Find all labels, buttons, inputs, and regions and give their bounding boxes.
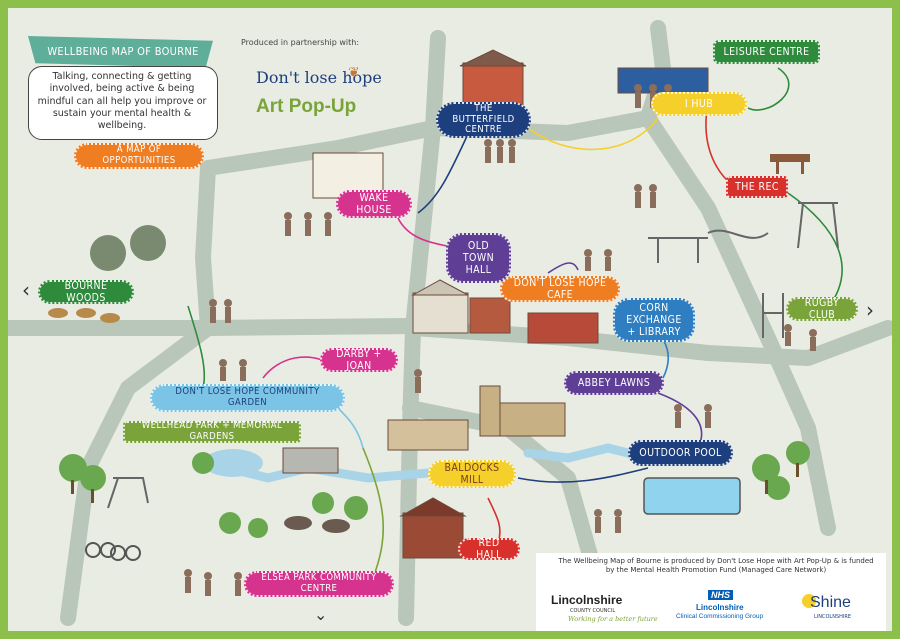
pan-right-arrow[interactable]: ›: [866, 298, 874, 322]
lincolnshire-cc-tagline: Working for a better future: [568, 615, 658, 623]
dont-lose-hope-logo: Don't lose hope: [256, 68, 382, 87]
label-rugby-club: RUGBY CLUB: [786, 297, 858, 321]
label-abbey-lawns: ABBEY LAWNS: [564, 371, 664, 395]
label-dont-lose-hope-cafe: DON'T LOSE HOPE CAFE: [500, 276, 620, 302]
label-dont-lose-hope-community-garden: DON'T LOSE HOPE COMMUNITY GARDEN: [150, 384, 345, 412]
trees: [59, 225, 810, 538]
label-elsea-park: ELSEA PARK COMMUNITY CENTRE: [244, 571, 394, 597]
pan-down-arrow[interactable]: ⌄: [314, 605, 328, 624]
nhs-ccg: Clinical Commissioning Group: [676, 613, 764, 620]
label-leisure-centre: LEISURE CENTRE: [713, 40, 820, 64]
road-ring: [640, 110, 836, 536]
butterfly-icon: ❦: [348, 65, 360, 81]
pan-left-arrow[interactable]: ‹: [22, 278, 30, 302]
intro-panel: [28, 66, 218, 140]
shine-sun-icon: [802, 594, 816, 608]
shine-sub: LINCOLNSHIRE: [814, 614, 851, 620]
title-banner: [28, 36, 213, 68]
label-i-hub: I HUB: [651, 92, 747, 116]
label-baldocks-mill: BALDOCKS MILL: [428, 460, 516, 488]
label-the-rec: THE REC: [726, 176, 788, 198]
label-old-town-hall: OLD TOWN HALL: [446, 233, 511, 283]
intro-text: Talking, connecting & getting involved, …: [37, 71, 207, 132]
label-butterfield-centre: THE BUTTERFIELD CENTRE: [436, 102, 531, 138]
label-darby-joan: DARBY + JOAN: [320, 348, 398, 372]
road-north-west: [200, 120, 441, 176]
road-north: [398, 30, 446, 626]
label-corn-exchange-library: CORN EXCHANGE + LIBRARY: [613, 298, 695, 342]
opportunities-badge: A MAP OF OPPORTUNITIES: [74, 143, 204, 169]
lincolnshire-cc-logo: Lincolnshire: [551, 593, 623, 607]
lincolnshire-cc-sub: COUNTY COUNCIL: [570, 608, 616, 614]
label-wellhead-park: WELLHEAD PARK + MEMORIAL GARDENS: [123, 420, 301, 443]
map-canvas: WELLBEING MAP OF BOURNE Talking, connect…: [8, 8, 892, 631]
produced-by: Produced in partnership with:: [241, 38, 360, 47]
pool-water: [643, 477, 741, 515]
road-south-west: [60, 320, 216, 626]
footer-credit: The Wellbeing Map of Bourne is produced …: [558, 557, 874, 575]
map-title: WELLBEING MAP OF BOURNE: [47, 45, 199, 58]
nhs-logo: NHS: [708, 590, 734, 600]
shine-logo: Shine: [810, 594, 851, 611]
buildings: [282, 49, 709, 559]
pond: [203, 449, 263, 477]
nhs-lincolnshire: Lincolnshire: [696, 603, 744, 612]
label-wake-house: WAKE HOUSE: [336, 190, 412, 218]
label-bourne-woods: BOURNE WOODS: [38, 280, 134, 304]
road-east-mid: [405, 320, 892, 366]
road-west-curve: [195, 160, 216, 336]
label-red-hall: RED HALL: [458, 537, 520, 561]
people-figures: [184, 84, 817, 596]
label-outdoor-pool: OUTDOOR POOL: [628, 440, 733, 466]
art-popup-logo: Art Pop-Up: [256, 96, 357, 117]
